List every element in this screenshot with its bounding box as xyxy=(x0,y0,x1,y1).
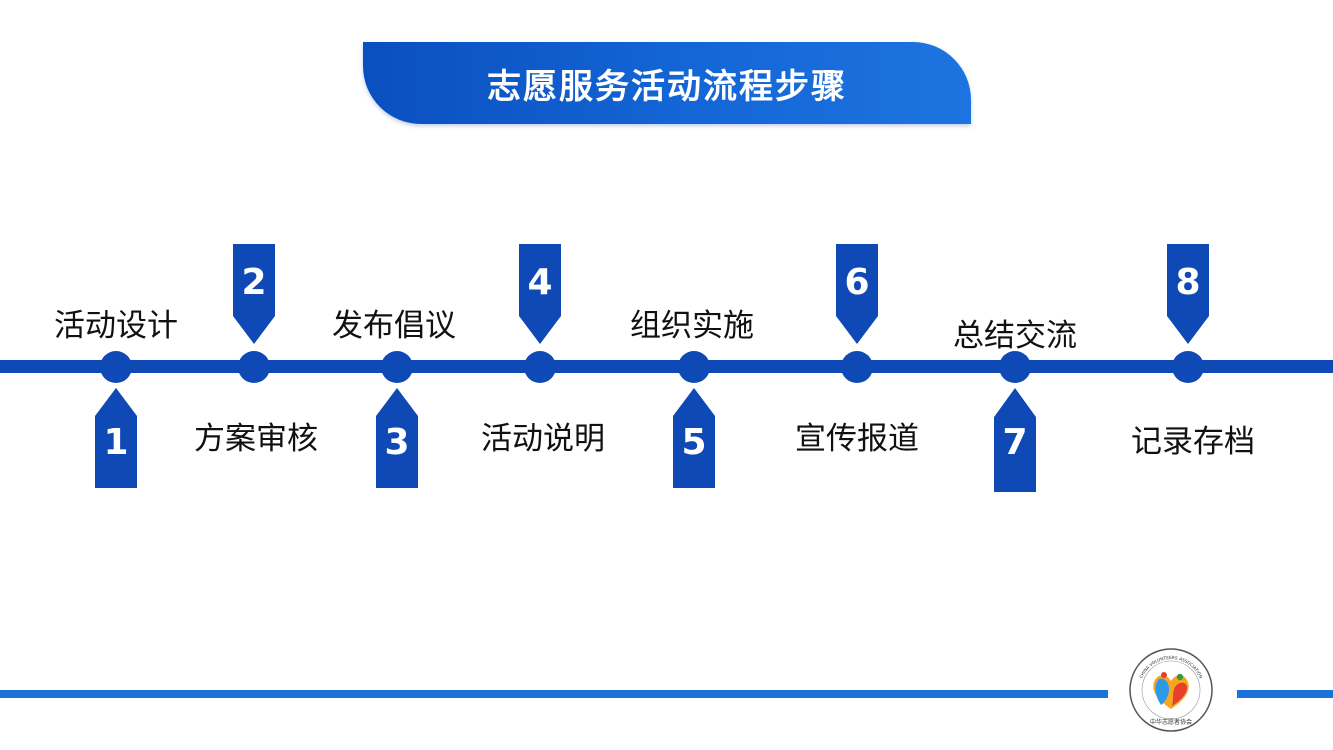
title-banner: 志愿服务活动流程步骤 xyxy=(363,42,971,124)
step-number-4: 4 xyxy=(527,262,553,303)
step-number-tab-4: 4 xyxy=(519,244,561,344)
step-label-6: 宣传报道 xyxy=(795,421,919,457)
step-number-6: 6 xyxy=(844,262,870,303)
step-label-1: 活动设计 xyxy=(54,308,178,344)
step-number-tab-3: 3 xyxy=(376,388,418,488)
step-number-tab-2: 2 xyxy=(233,244,275,344)
step-number-2: 2 xyxy=(241,262,267,303)
step-label-3: 发布倡议 xyxy=(332,308,456,344)
step-number-5: 5 xyxy=(681,422,707,463)
timeline-node-2 xyxy=(238,351,270,383)
step-number-tab-6: 6 xyxy=(836,244,878,344)
timeline-node-8 xyxy=(1172,351,1204,383)
timeline-node-6 xyxy=(841,351,873,383)
page-title: 志愿服务活动流程步骤 xyxy=(487,66,847,107)
step-number-tab-8: 8 xyxy=(1167,244,1209,344)
timeline-line xyxy=(0,360,1333,373)
step-number-tab-1: 1 xyxy=(95,388,137,488)
timeline-node-3 xyxy=(381,351,413,383)
step-label-7: 总结交流 xyxy=(953,318,1077,354)
step-number-8: 8 xyxy=(1175,262,1201,303)
step-number-tab-5: 5 xyxy=(673,388,715,488)
timeline-node-1 xyxy=(100,351,132,383)
logo-bottom-text: 中华志愿者协会 xyxy=(1150,718,1192,726)
step-number-1: 1 xyxy=(103,422,129,463)
footer-line-left xyxy=(0,690,1108,698)
step-number-tab-7: 7 xyxy=(994,388,1036,492)
footer-line-right xyxy=(1237,690,1333,698)
timeline-node-7 xyxy=(999,351,1031,383)
step-label-4: 活动说明 xyxy=(481,421,605,457)
step-label-8: 记录存档 xyxy=(1131,424,1255,460)
step-number-7: 7 xyxy=(1002,422,1028,463)
step-label-2: 方案审核 xyxy=(194,421,318,457)
timeline-node-5 xyxy=(678,351,710,383)
china-volunteers-association-logo: 中华志愿者协会 CHINA VOLUNTEERS ASSOCIATION xyxy=(1129,648,1213,732)
step-number-3: 3 xyxy=(384,422,410,463)
timeline-node-4 xyxy=(524,351,556,383)
step-label-5: 组织实施 xyxy=(630,308,754,344)
